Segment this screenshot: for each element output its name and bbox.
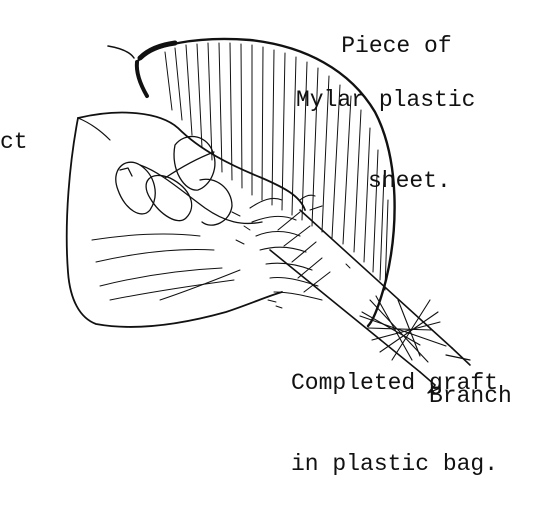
branch-label: Branch: [429, 383, 512, 410]
cropped-label-fragment: ct: [0, 129, 28, 156]
mylar-label-line-1: Piece of: [341, 33, 451, 59]
graft-label-line-2: in plastic bag.: [291, 451, 498, 478]
grafting-illustration: Piece of Mylar plastic sheet. ct Complet…: [0, 0, 557, 410]
mylar-sheet-label: Piece of Mylar plastic sheet.: [286, 6, 475, 249]
mylar-label-line-2: Mylar plastic: [286, 87, 475, 114]
mylar-label-line-3: sheet.: [286, 168, 475, 195]
completed-graft-label: Completed graft in plastic bag.: [291, 316, 498, 532]
